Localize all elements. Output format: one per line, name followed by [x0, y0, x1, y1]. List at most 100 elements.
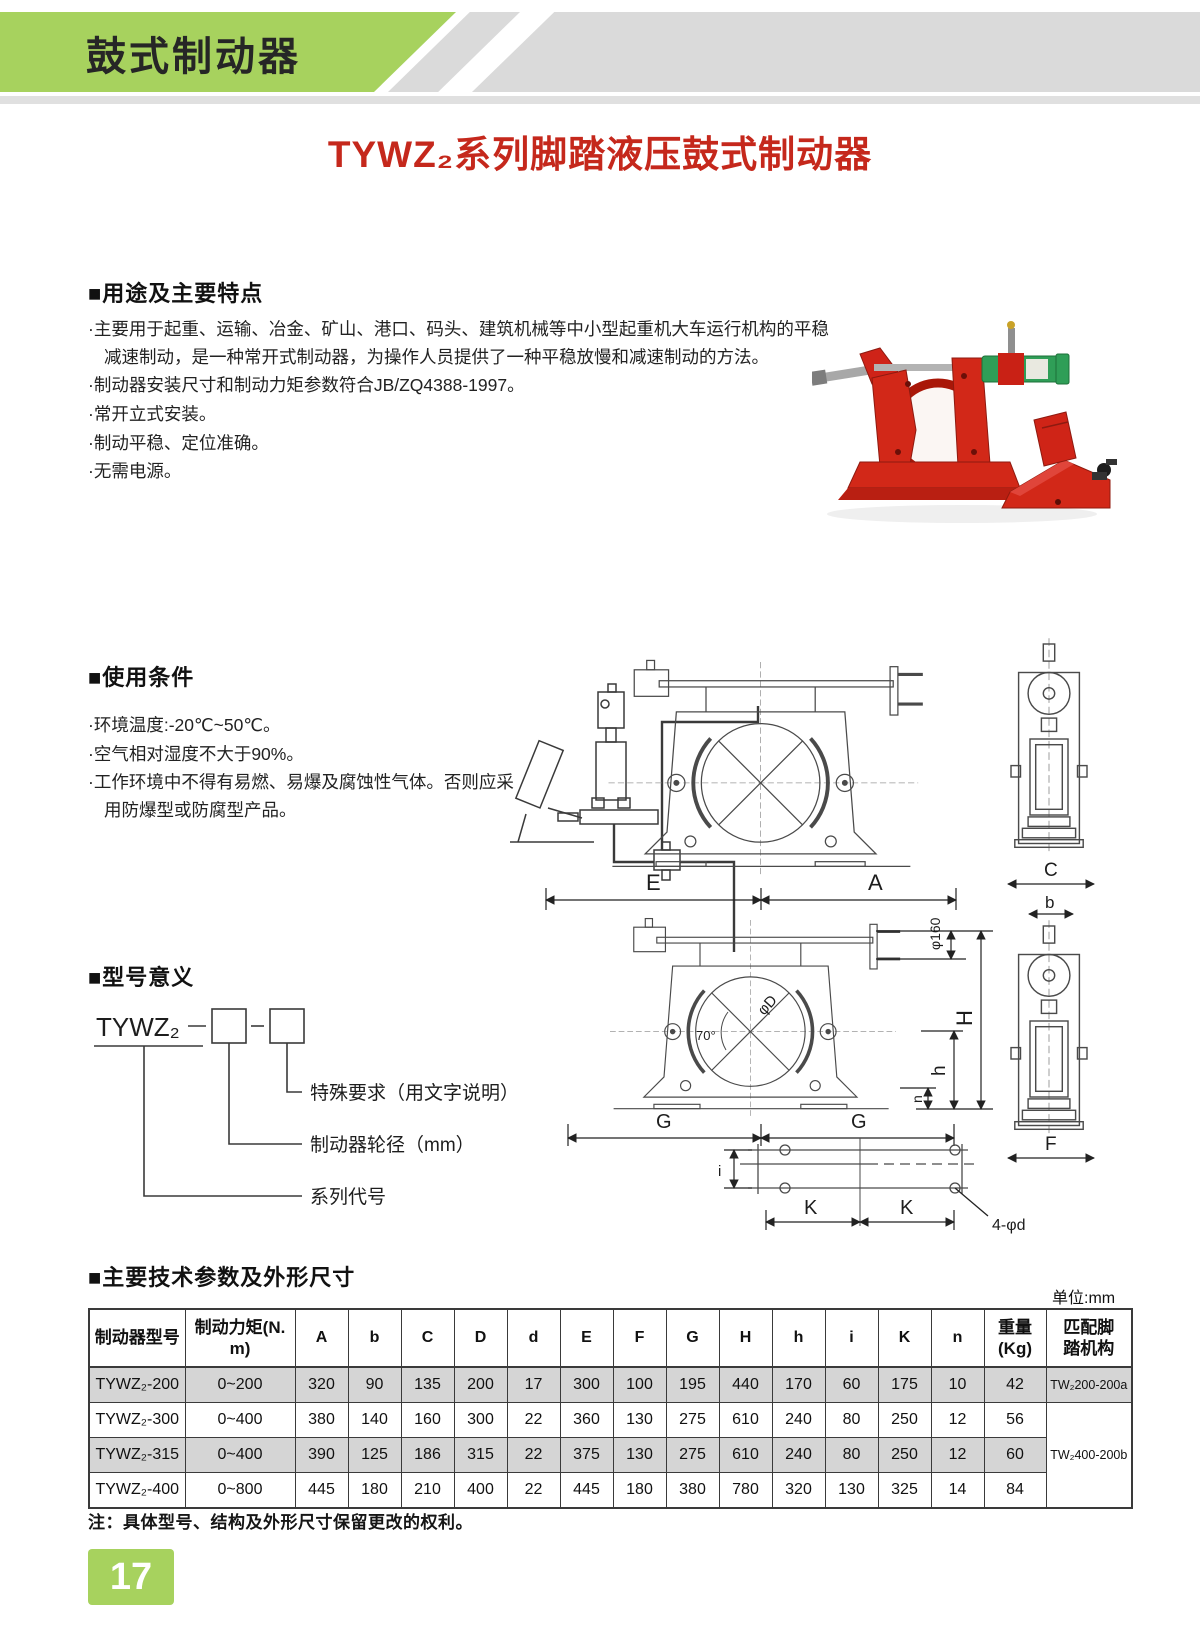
value-cell: 360 — [559, 1402, 614, 1438]
product-photo — [812, 321, 1117, 523]
value-cell: 130 — [612, 1402, 667, 1438]
column-header: A — [294, 1308, 349, 1368]
unit-label: 单位:mm — [1052, 1290, 1116, 1307]
list-item: ·空气相对湿度不大于90%。 — [88, 743, 304, 764]
list-item: ·主要用于起重、运输、冶金、矿山、港口、码头、建筑机械等中小型起重机大车运行机构… — [88, 319, 829, 367]
list-item: ·制动器安装尺寸和制动力矩参数符合JB/ZQ4388-1997。 — [88, 375, 525, 396]
value-cell: 610 — [718, 1437, 773, 1473]
value-cell: 125 — [347, 1437, 402, 1473]
banner-green-shape — [0, 12, 456, 92]
value-cell: 390 — [294, 1437, 349, 1473]
value-cell: 780 — [718, 1472, 773, 1509]
value-cell: 275 — [665, 1402, 720, 1438]
value-cell: 100 — [612, 1366, 667, 1403]
column-header: i — [824, 1308, 879, 1368]
banner-title: 鼓式制动器 — [86, 35, 301, 79]
value-cell: 17 — [506, 1366, 561, 1403]
model-label-special: 特殊要求（用文字说明） — [310, 1082, 519, 1104]
value-cell: 22 — [506, 1402, 561, 1438]
value-cell: 250 — [877, 1402, 932, 1438]
value-cell: 186 — [400, 1437, 455, 1473]
spec-table: 制动器型号 制动力矩(N. m) A b C D d E F G H h i K… — [88, 1308, 1133, 1509]
column-header: 制动力矩(N. m) — [184, 1308, 296, 1368]
table-note: 注：具体型号、结构及外形尺寸保留更改的权利。 — [88, 1513, 473, 1532]
value-cell: 0~400 — [184, 1437, 296, 1473]
value-cell: 84 — [983, 1472, 1047, 1509]
value-cell: 90 — [347, 1366, 402, 1403]
value-cell: 195 — [665, 1366, 720, 1403]
dim-label-C: C — [1044, 860, 1058, 881]
dim-label-A: A — [868, 870, 883, 895]
technical-drawing: E A C b φD 70° φ160 H h — [510, 637, 1095, 1234]
dim-label-G2: G — [851, 1111, 867, 1133]
dim-label-F: F — [1045, 1134, 1057, 1155]
list-item: ·常开立式安装。 — [88, 403, 217, 424]
dim-label-n: n — [909, 1095, 925, 1103]
column-header: 重量 (Kg) — [983, 1308, 1047, 1368]
section-heading-model: ■型号意义 — [88, 965, 195, 990]
value-cell: 200 — [453, 1366, 508, 1403]
usage-bullet-list: ·主要用于起重、运输、冶金、矿山、港口、码头、建筑机械等中小型起重机大车运行机构… — [88, 316, 836, 487]
model-cell: TYWZ₂-300 — [88, 1402, 186, 1438]
header-rule — [0, 96, 1200, 104]
column-header: F — [612, 1308, 667, 1368]
value-cell: 42 — [983, 1366, 1047, 1403]
list-item: ·环境温度:-20℃~50℃。 — [88, 715, 281, 735]
section-heading-usage: ■用途及主要特点 — [88, 281, 264, 306]
model-code-diagram: TYWZ₂ 特殊要求（用文字说明） 制动器轮径（mm） 系列代号 — [94, 1008, 519, 1208]
value-cell: 325 — [877, 1472, 932, 1509]
dim-label-K1: K — [804, 1197, 818, 1219]
dim-label-E: E — [646, 870, 661, 895]
list-item: ·工作环境中不得有易燃、易爆及腐蚀性气体。否则应采用防爆型或防腐型产品。 — [88, 772, 514, 820]
column-header: 匹配脚 踏机构 — [1045, 1308, 1133, 1368]
dim-label-i: i — [718, 1163, 721, 1180]
value-cell: 130 — [612, 1437, 667, 1473]
page-title: TYWZ₂系列脚踏液压鼓式制动器 — [327, 134, 873, 175]
value-cell: 400 — [453, 1472, 508, 1509]
value-cell: 240 — [771, 1437, 826, 1473]
page-number: 17 — [88, 1549, 174, 1605]
column-header: n — [930, 1308, 985, 1368]
value-cell: 0~400 — [184, 1402, 296, 1438]
value-cell: 210 — [400, 1472, 455, 1509]
value-cell: 300 — [559, 1366, 614, 1403]
section-heading-specs: ■主要技术参数及外形尺寸 — [88, 1265, 356, 1290]
column-header: b — [347, 1308, 402, 1368]
column-header: d — [506, 1308, 561, 1368]
match-cell: TW₂400-200b — [1045, 1402, 1133, 1509]
column-header: E — [559, 1308, 614, 1368]
model-cell: TYWZ₂-400 — [88, 1472, 186, 1509]
dim-label-h: h — [929, 1065, 950, 1076]
value-cell: 80 — [824, 1402, 879, 1438]
match-cell: TW₂200-200a — [1045, 1366, 1133, 1403]
value-cell: 375 — [559, 1437, 614, 1473]
value-cell: 12 — [930, 1437, 985, 1473]
model-cell: TYWZ₂-315 — [88, 1437, 186, 1473]
model-cell: TYWZ₂-200 — [88, 1366, 186, 1403]
model-prefix: TYWZ₂ — [96, 1012, 180, 1042]
value-cell: 22 — [506, 1472, 561, 1509]
value-cell: 445 — [559, 1472, 614, 1509]
value-cell: 160 — [400, 1402, 455, 1438]
column-header: h — [771, 1308, 826, 1368]
value-cell: 180 — [347, 1472, 402, 1509]
value-cell: 10 — [930, 1366, 985, 1403]
value-cell: 0~200 — [184, 1366, 296, 1403]
value-cell: 170 — [771, 1366, 826, 1403]
column-header: K — [877, 1308, 932, 1368]
value-cell: 60 — [983, 1437, 1047, 1473]
column-header: D — [453, 1308, 508, 1368]
value-cell: 56 — [983, 1402, 1047, 1438]
value-cell: 315 — [453, 1437, 508, 1473]
dim-label-phi160: φ160 — [927, 917, 943, 950]
value-cell: 300 — [453, 1402, 508, 1438]
column-header: G — [665, 1308, 720, 1368]
value-cell: 440 — [718, 1366, 773, 1403]
section-heading-conditions: ■使用条件 — [88, 665, 195, 690]
list-item: ·制动平稳、定位准确。 — [88, 432, 269, 453]
value-cell: 380 — [294, 1402, 349, 1438]
